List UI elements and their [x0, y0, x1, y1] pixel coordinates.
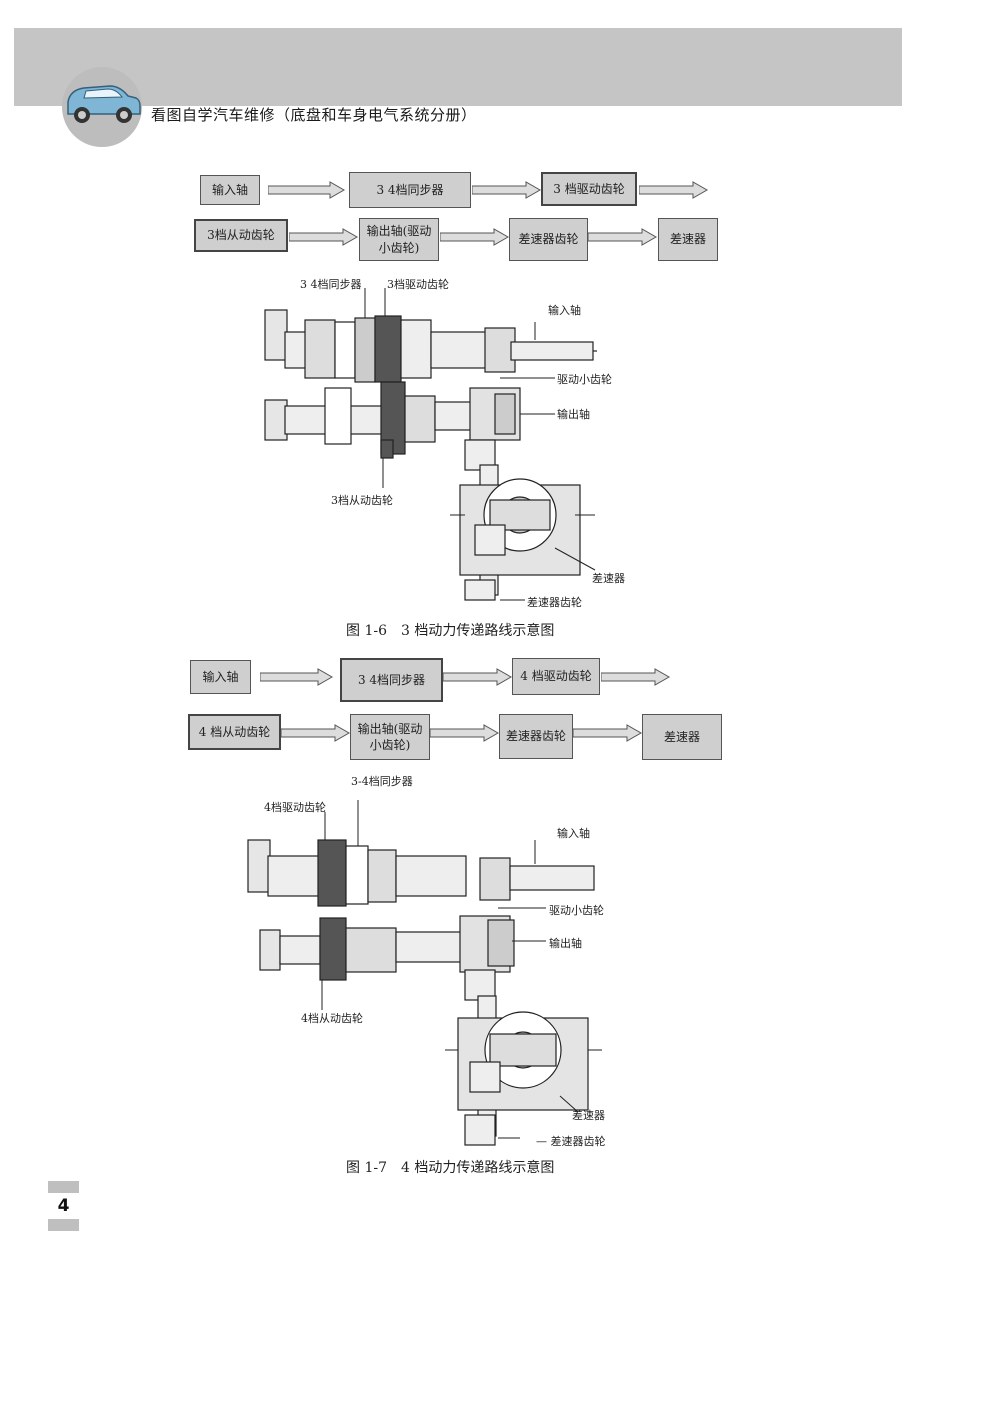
flow-arrow	[639, 181, 709, 199]
page-number: 4	[57, 1196, 70, 1216]
label-diff-gear: 差速器齿轮	[527, 596, 582, 609]
header-band	[14, 28, 902, 106]
label-synchronizer: 3 4档同步器	[300, 278, 362, 291]
flow-arrow	[430, 724, 500, 742]
label-diff-gear: — 差速器齿轮	[536, 1135, 606, 1148]
flow-arrow	[573, 724, 643, 742]
car-logo-icon	[62, 67, 142, 147]
label-input-shaft: 输入轴	[548, 304, 581, 317]
flow-arrow	[472, 181, 542, 199]
label-differential: 差速器	[592, 572, 625, 585]
label-pinion: 驱动小齿轮	[557, 373, 612, 386]
flow-box-driven-gear: 3档从动齿轮	[194, 219, 288, 252]
label-input-shaft: 输入轴	[557, 827, 590, 840]
flow-arrow	[443, 668, 513, 686]
transmission-diagram-fig-1-6	[264, 288, 597, 601]
flow-box-diff-gear: 差速器齿轮	[509, 218, 588, 261]
flow-arrow	[289, 228, 359, 246]
label-differential: 差速器	[572, 1109, 605, 1122]
flow-box-synchronizer: 3 4档同步器	[349, 172, 471, 208]
label-pinion: 驱动小齿轮	[549, 904, 604, 917]
flow-box-driven-gear: 4 档从动齿轮	[188, 714, 281, 750]
flow-arrow	[601, 668, 671, 686]
flow-box-diff-gear: 差速器齿轮	[499, 714, 573, 759]
flow-box-input-shaft: 输入轴	[190, 660, 251, 694]
label-driven-gear: 4档从动齿轮	[301, 1012, 363, 1025]
flow-box-input-shaft: 输入轴	[200, 175, 260, 205]
flow-box-drive-gear: 3 档驱动齿轮	[541, 172, 637, 206]
page-number-bar-top	[48, 1181, 79, 1193]
label-synchronizer: 3-4档同步器	[351, 775, 413, 788]
label-output-shaft: 输出轴	[549, 937, 582, 950]
flow-arrow	[260, 668, 334, 686]
page-number-bar-bottom	[48, 1219, 79, 1231]
label-output-shaft: 输出轴	[557, 408, 590, 421]
flow-arrow	[440, 228, 510, 246]
flow-box-output-shaft: 输出轴(驱动小齿轮)	[359, 218, 439, 261]
flow-arrow	[588, 228, 658, 246]
figure-caption-1-7: 图 1-7 4 档动力传递路线示意图	[346, 1160, 555, 1176]
flow-box-output-shaft: 输出轴(驱动小齿轮)	[350, 714, 430, 760]
flow-box-synchronizer: 3 4档同步器	[340, 658, 443, 702]
book-title: 看图自学汽车维修（底盘和车身电气系统分册）	[151, 106, 477, 124]
label-drive-gear: 3档驱动齿轮	[387, 278, 449, 291]
transmission-diagram-fig-1-7	[247, 800, 602, 1146]
flow-arrow	[281, 724, 351, 742]
flow-arrow	[268, 181, 346, 199]
figure-caption-1-6: 图 1-6 3 档动力传递路线示意图	[346, 623, 555, 639]
flow-box-drive-gear: 4 档驱动齿轮	[512, 658, 600, 695]
label-driven-gear: 3档从动齿轮	[331, 494, 393, 507]
label-drive-gear: 4档驱动齿轮	[264, 801, 326, 814]
flow-box-differential: 差速器	[642, 714, 722, 760]
flow-box-differential: 差速器	[658, 218, 718, 261]
